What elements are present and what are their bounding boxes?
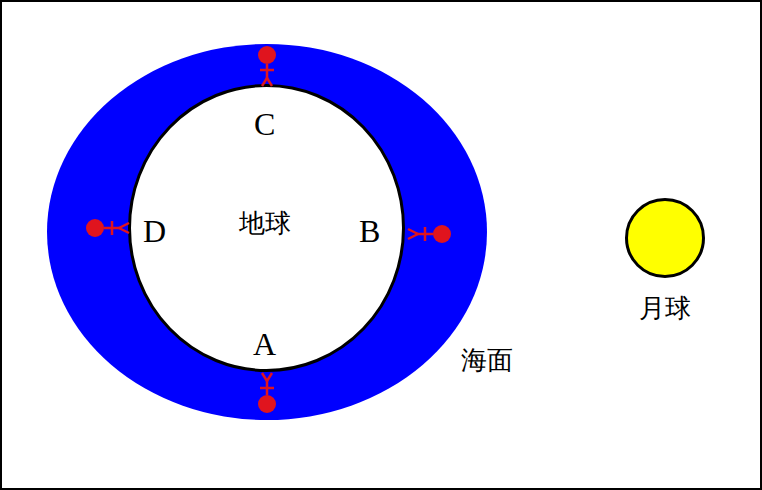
person-figure (260, 64, 274, 86)
person-head (258, 46, 276, 64)
point-letter: A (253, 327, 276, 362)
moon-circle: 月球 (625, 198, 705, 278)
node-label: 月球 (639, 294, 691, 323)
point-letter: B (359, 214, 380, 249)
person-figure (104, 221, 129, 235)
person-head (86, 219, 104, 237)
point-letter: C (254, 107, 275, 142)
person-head (433, 225, 451, 243)
person-head (258, 395, 276, 413)
point-letter: D (143, 214, 166, 249)
moon-circle-outline (625, 198, 705, 278)
node-label: 海面 (461, 346, 513, 375)
person-figure (260, 373, 274, 395)
person-figure (408, 227, 433, 241)
node-label: 地球 (239, 209, 291, 238)
